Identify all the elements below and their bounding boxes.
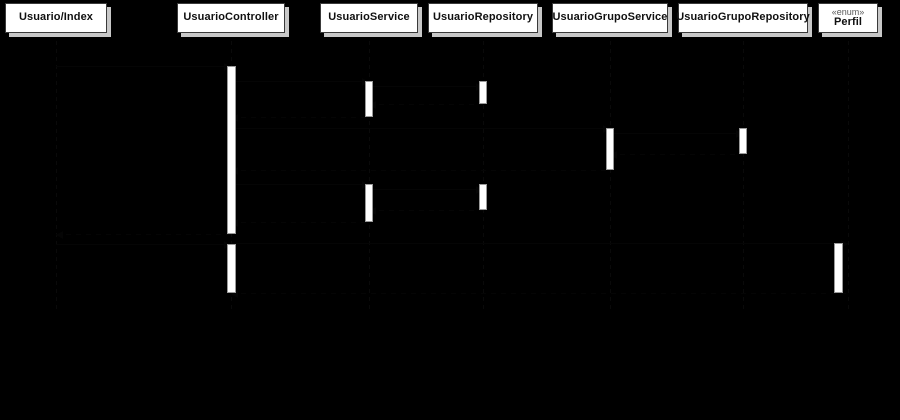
message-line-msg-4 xyxy=(369,104,483,105)
participant-name: UsuarioGrupoService xyxy=(552,11,668,24)
participant-usuario-repository[interactable]: UsuarioRepository xyxy=(428,3,542,37)
participant-name: UsuarioController xyxy=(183,11,279,24)
participant-box[interactable]: UsuarioService xyxy=(320,3,418,33)
message-line-msg-13 xyxy=(231,222,369,223)
message-arrowhead-msg-16 xyxy=(841,240,848,248)
activation-bar-usuario-grupo-service xyxy=(606,128,614,170)
message-line-msg-3 xyxy=(369,86,483,87)
participant-box[interactable]: Usuario/Index xyxy=(5,3,107,33)
lifeline-perfil xyxy=(848,33,849,310)
message-arrowhead-msg-17 xyxy=(231,290,238,298)
message-line-msg-5 xyxy=(231,117,369,118)
activation-bar-usuario-repository xyxy=(479,184,487,210)
message-line-msg-11 xyxy=(369,189,483,190)
participant-box[interactable]: UsuarioRepository xyxy=(428,3,538,33)
participant-name: UsuarioRepository xyxy=(432,11,534,24)
message-line-msg-12 xyxy=(369,210,483,211)
message-line-msg-9 xyxy=(231,170,610,171)
participant-name: Usuario/Index xyxy=(18,11,94,24)
participant-name: UsuarioService xyxy=(328,11,410,24)
message-line-msg-15 xyxy=(56,244,231,245)
participant-box[interactable]: UsuarioGrupoService xyxy=(552,3,668,33)
lifeline-usuario-service xyxy=(369,33,370,310)
participant-usuario-service[interactable]: UsuarioService xyxy=(320,3,422,37)
participant-usuario-grupo-service[interactable]: UsuarioGrupoService xyxy=(552,3,672,37)
message-line-msg-17 xyxy=(231,293,848,294)
message-arrowhead-msg-14 xyxy=(56,231,63,239)
message-line-msg-16 xyxy=(231,243,848,244)
participant-name: Perfil xyxy=(833,15,863,28)
activation-bar-usuario-service xyxy=(365,81,373,117)
activation-bar-usuario-grupo-repository xyxy=(739,128,747,154)
lifeline-usuario-repository xyxy=(483,33,484,310)
activation-bar-usuario-controller xyxy=(227,244,236,293)
message-line-msg-8 xyxy=(610,154,743,155)
participant-stereotype: «enum» xyxy=(831,6,865,17)
activation-bar-usuario-repository xyxy=(479,81,487,104)
participant-usuario-grupo-repository[interactable]: UsuarioGrupoRepository xyxy=(676,3,812,37)
message-line-msg-14 xyxy=(56,234,231,235)
message-line-msg-7 xyxy=(610,133,743,134)
participant-usuario-index[interactable]: Usuario/Index xyxy=(5,3,111,37)
message-line-msg-10 xyxy=(231,184,369,185)
participant-box[interactable]: UsuarioController xyxy=(177,3,285,33)
lifeline-usuario-index xyxy=(56,33,57,310)
participant-perfil[interactable]: «enum»Perfil xyxy=(818,3,882,37)
activation-bar-perfil xyxy=(834,243,843,293)
activation-bar-usuario-controller xyxy=(227,66,236,234)
message-line-msg-6 xyxy=(231,128,610,129)
message-line-msg-1 xyxy=(56,66,231,67)
participant-usuario-controller[interactable]: UsuarioController xyxy=(177,3,289,37)
activation-bar-usuario-service xyxy=(365,184,373,222)
participant-box[interactable]: «enum»Perfil xyxy=(818,3,878,33)
lifeline-usuario-grupo-repository xyxy=(743,33,744,310)
message-line-msg-2 xyxy=(231,81,369,82)
lifeline-usuario-grupo-service xyxy=(610,33,611,310)
participant-box[interactable]: UsuarioGrupoRepository xyxy=(676,3,810,33)
participant-name: UsuarioGrupoRepository xyxy=(676,11,810,24)
